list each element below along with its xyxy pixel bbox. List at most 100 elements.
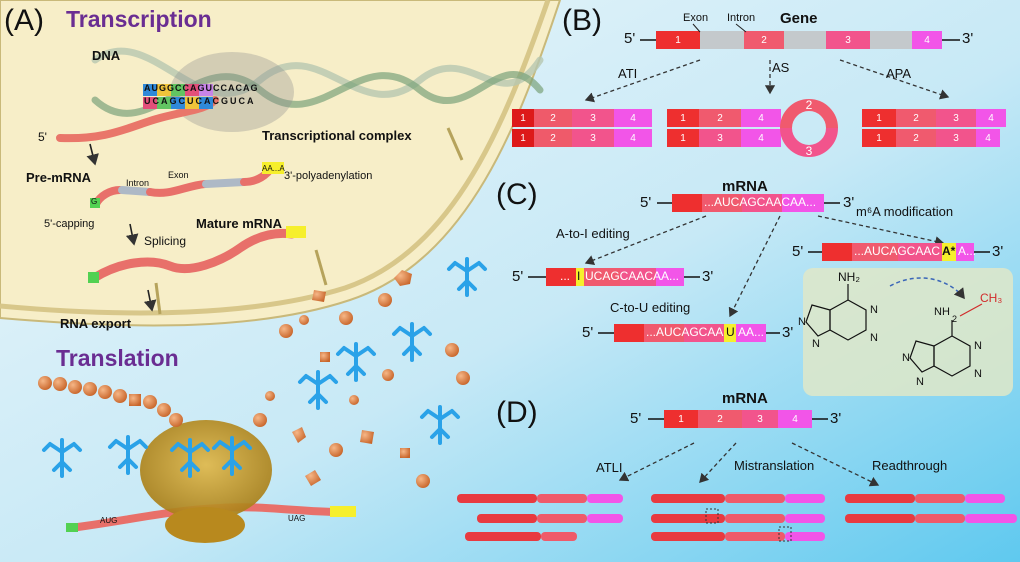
circ-rna — [780, 99, 838, 157]
methylation-arrow — [889, 277, 965, 300]
mature-cap — [88, 272, 99, 283]
gene-track — [640, 23, 960, 49]
nuclear-pores — [154, 127, 464, 315]
c-to-u-label: C-to-U editing — [610, 300, 691, 315]
mature-polya — [286, 226, 306, 238]
transcriptional-complex-label: Transcriptional complex — [262, 128, 412, 143]
five-prime-label: 5' — [38, 130, 47, 144]
translation-title: Translation — [56, 345, 179, 371]
ati-r1-4: 4 — [630, 112, 636, 124]
nuclear-envelope — [0, 0, 551, 316]
poly-a-tail — [262, 162, 284, 174]
m6a-seq-post: A... — [958, 244, 977, 258]
mistranslation-peptides — [651, 494, 825, 542]
apa-r2-2: 2 — [913, 132, 919, 144]
readthrough-peptides — [845, 494, 1017, 523]
panel-a-label: (A) — [4, 4, 44, 37]
adenine-n7: N — [798, 316, 806, 328]
cap-g-label: G — [91, 197, 98, 206]
translation-cap — [66, 523, 78, 532]
c-mrna-label: mRNA — [722, 178, 768, 195]
ati-r2-4: 4 — [630, 132, 636, 144]
gene-exon-3: 3 — [845, 34, 851, 46]
mistranslation-label: Mistranslation — [734, 458, 815, 473]
d-exon-3: 3 — [757, 413, 763, 425]
exon-label: Exon — [168, 170, 189, 180]
m6a-nh: NH — [934, 306, 950, 318]
cu-seq-mark: U — [726, 325, 735, 339]
m6a-seq-pre: ...AUCAGCAAC — [854, 244, 941, 258]
trna-molecules — [42, 257, 487, 478]
c-to-u-mrna — [598, 324, 780, 342]
ai-three: 3' — [702, 268, 714, 285]
d-exon-1: 1 — [678, 413, 684, 425]
m6a-five: 5' — [792, 243, 804, 260]
apa-r1-4: 4 — [988, 112, 994, 124]
c-main-five: 5' — [640, 194, 652, 211]
atli-label: ATLI — [596, 460, 623, 475]
intron-label: Intron — [126, 178, 150, 188]
adenine-n1: N — [870, 304, 878, 316]
gene-exon-1: 1 — [675, 34, 681, 46]
panel-a-arrows — [86, 143, 157, 312]
d-mrna — [648, 410, 828, 428]
dna-bases — [143, 84, 213, 109]
d-exon-2: 2 — [717, 413, 723, 425]
ati-r2-2: 2 — [550, 132, 556, 144]
d-mrna-label: mRNA — [722, 390, 768, 407]
m6a-n7: N — [902, 352, 910, 364]
polyadenylation-label: 3'-polyadenylation — [284, 170, 373, 182]
gene-five-label: 5' — [624, 30, 636, 47]
panel-b-label: (B) — [562, 4, 602, 37]
apa-r1-3: 3 — [953, 112, 959, 124]
as-r2-1: 1 — [680, 132, 686, 144]
c-main-seq: ...AUCAGCAACAA... — [704, 195, 817, 209]
gene-intron-label: Intron — [727, 12, 756, 24]
adenine-structure — [805, 284, 867, 341]
apa-r2-3: 3 — [953, 132, 959, 144]
panel-c-arrows — [584, 215, 945, 318]
ati-r2-3: 3 — [590, 132, 596, 144]
cu-three: 3' — [782, 324, 794, 341]
m6a-n9: N — [916, 376, 924, 388]
peptide-chain — [38, 376, 183, 427]
transcription-title: Transcription — [66, 6, 212, 32]
aug-label: AUG — [100, 516, 118, 525]
readthrough-label: Readthrough — [872, 458, 948, 473]
atli-peptides — [457, 494, 623, 541]
apa-r2-1: 1 — [876, 132, 882, 144]
a-to-i-mrna — [528, 268, 700, 286]
apa-r1-2: 2 — [913, 112, 919, 124]
d-exon-4: 4 — [792, 413, 798, 425]
ai-seq-post: UCAGCAACAA... — [585, 269, 680, 283]
m6a-nh-sub: 2 — [952, 314, 958, 324]
panel-b-arrows — [584, 59, 950, 103]
adenine-nh2: NH₂ — [838, 270, 860, 284]
m6a-n3: N — [974, 368, 982, 380]
gene-three-label: 3' — [962, 30, 974, 47]
ati-isoforms — [512, 109, 652, 147]
as-r2-2: 3 — [717, 132, 723, 144]
cu-five: 5' — [582, 324, 594, 341]
d-three: 3' — [830, 410, 842, 427]
as-r1-2: 2 — [717, 112, 723, 124]
ribosome — [140, 420, 272, 520]
gene-exon-4: 4 — [924, 34, 930, 46]
m6a-structure — [909, 303, 983, 377]
apa-r2-4: 4 — [985, 132, 991, 144]
as-r1-3: 4 — [758, 112, 764, 124]
translation-polya — [330, 506, 356, 517]
capping-label: 5'-capping — [44, 218, 95, 230]
panel-c-label: (C) — [496, 178, 538, 211]
a-to-i-label: A-to-I editing — [556, 226, 630, 241]
as-r1-1: 1 — [680, 112, 686, 124]
ati-r1-2: 2 — [550, 112, 556, 124]
as-isoforms — [667, 109, 781, 147]
cu-seq-pre: ...AUCAGCAA — [646, 325, 724, 339]
dna-seq-top: AUGGCCAGUCCACAG — [144, 83, 259, 93]
mature-mrna-label: Mature mRNA — [196, 216, 282, 231]
m6a-three: 3' — [992, 243, 1004, 260]
m6a-ch3: CH₃ — [980, 291, 1003, 305]
pre-mrna-label: Pre-mRNA — [26, 170, 92, 185]
free-amino-acids — [253, 270, 470, 488]
